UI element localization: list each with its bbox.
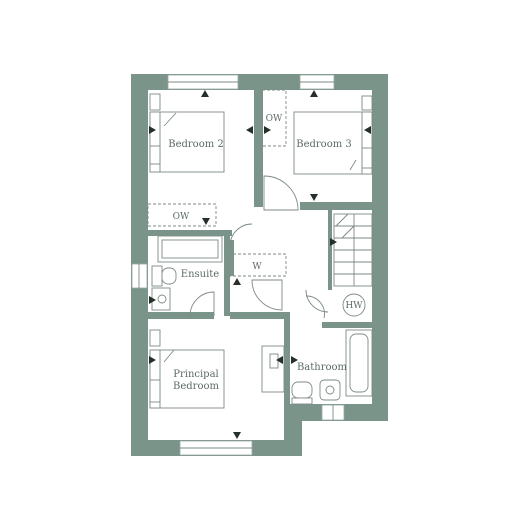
markers <box>149 90 371 439</box>
marker-bed2-left <box>149 126 156 134</box>
bedside-table-bed3-bottom <box>361 147 373 169</box>
marker-bed3-top <box>310 90 318 97</box>
room-label-bedroom-2: Bedroom 2 <box>168 139 224 150</box>
wall-principal-right <box>284 316 290 440</box>
marker-principal-bottom <box>233 432 241 439</box>
marker-bed3-left <box>264 126 271 134</box>
door-swing-cupboard-hw <box>305 295 325 319</box>
basin-ensuite <box>151 287 171 311</box>
bed-bedroom-3 <box>293 111 373 175</box>
bed-bedroom-2 <box>149 111 225 173</box>
bedside-table-bed3-top <box>361 95 373 111</box>
hot-water-label: HW <box>345 301 363 311</box>
basin-bathroom <box>319 379 341 401</box>
marker-landing-left <box>330 238 337 246</box>
pillow-principal <box>149 349 161 409</box>
pillow-bedroom-3 <box>361 111 373 175</box>
door-swing-bedroom-3 <box>263 175 299 211</box>
toilet-ensuite <box>151 265 163 287</box>
door-swing-bathroom <box>305 289 329 313</box>
principal-bedroom: Principal Bedroom <box>149 329 285 409</box>
wardrobe-bedroom-3 <box>261 89 287 147</box>
wall-ensuite-right-lower <box>224 284 230 316</box>
wall-ensuite-bottom <box>148 312 214 319</box>
wall-bathroom-top <box>322 322 372 328</box>
wall-landing-left <box>228 240 234 276</box>
toilet-bathroom <box>291 381 313 399</box>
marker-bed2-right <box>246 126 253 134</box>
marker-bed2-wardrobe <box>202 218 210 225</box>
marker-bed2-top <box>201 90 209 97</box>
marker-cupboard <box>233 278 241 285</box>
bedside-table-left <box>149 93 161 111</box>
cupboard-label: W <box>252 262 262 272</box>
wall-stair-left <box>328 210 332 290</box>
windows <box>131 74 345 456</box>
wall-bed3-bottom <box>300 202 372 210</box>
door-swing-ensuite-inner <box>189 291 215 317</box>
staircase <box>333 213 373 287</box>
wall-ensuite-top <box>148 230 232 236</box>
wall-principal-top <box>230 312 290 319</box>
room-label-bedroom-3: Bedroom 3 <box>296 139 352 150</box>
ensuite: Ensuite <box>151 235 223 311</box>
bedside-table-right <box>149 145 161 165</box>
hot-water-cylinder <box>342 293 366 317</box>
marker-bathroom-left <box>291 356 298 364</box>
marker-principal-left <box>149 356 156 364</box>
room-label-ensuite: Ensuite <box>181 269 220 280</box>
bed-principal <box>149 349 225 409</box>
marker-ensuite-basin <box>149 296 156 304</box>
bedroom-2: Bedroom 2 OW <box>147 93 225 227</box>
marker-principal-right <box>276 356 283 364</box>
wardrobe-label-bedroom-3: OW <box>266 114 283 124</box>
bedside-table-principal-bottom <box>149 379 161 403</box>
landing: W HW <box>189 175 373 319</box>
outer-wall-right <box>372 74 388 421</box>
marker-bed3-right <box>364 126 371 134</box>
wardrobe-label-bedroom-2: OW <box>173 212 190 222</box>
window-ensuite <box>131 263 148 289</box>
wall-ensuite-right-upper <box>224 232 230 284</box>
pillow-bedroom-2 <box>149 111 161 173</box>
room-label-principal-1: Principal <box>173 369 219 380</box>
bedside-table-principal-top <box>149 329 161 347</box>
wall-bed2-bed3 <box>254 89 263 207</box>
marker-bed3-bottom <box>310 194 318 201</box>
room-label-bathroom: Bathroom <box>297 362 348 373</box>
door-swing-principal <box>251 279 283 311</box>
dressing-table <box>261 345 285 393</box>
room-label-principal-2: Bedroom <box>173 381 219 392</box>
door-swing-ensuite <box>229 223 253 247</box>
bedroom-3: Bedroom 3 OW <box>261 89 373 175</box>
bathroom: Bathroom <box>291 329 373 405</box>
